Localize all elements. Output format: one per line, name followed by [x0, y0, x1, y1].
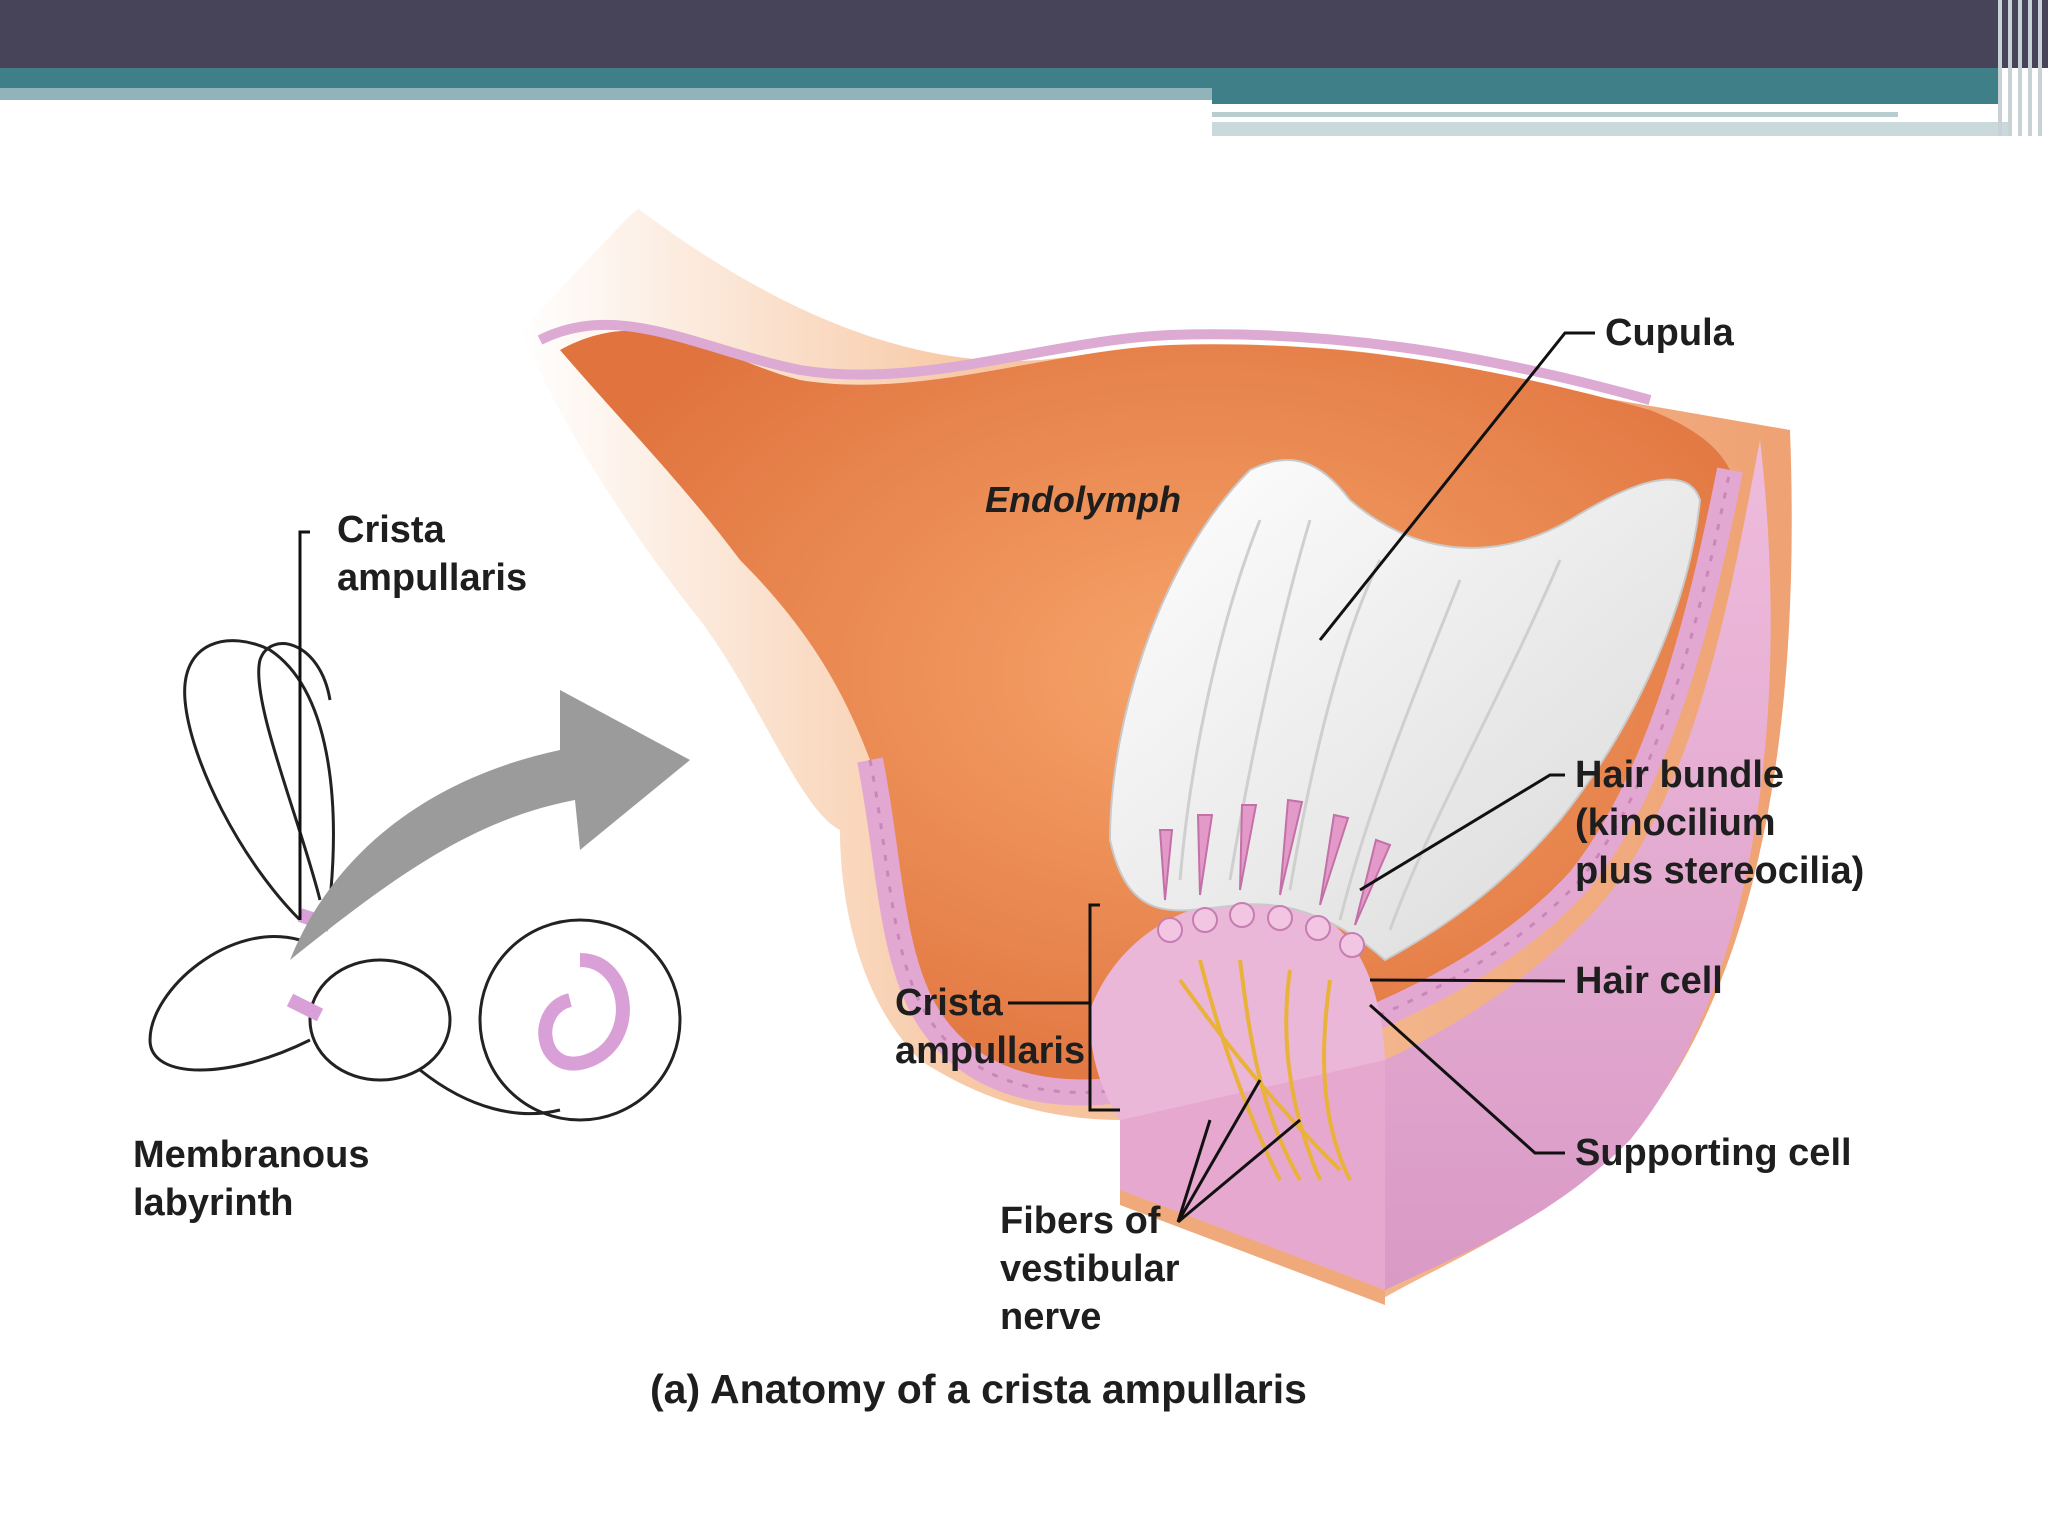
figure-caption: (a) Anatomy of a crista ampullaris: [650, 1366, 1307, 1412]
label-labyrinth: labyrinth: [133, 1182, 293, 1224]
hair-bundles: [1158, 798, 1392, 926]
slide-header-bar: [0, 0, 2048, 68]
label-hair-bundle: Hair bundle: [1575, 754, 1784, 796]
label-crista-mid-2: ampullaris: [895, 1030, 1085, 1072]
slide-accent-line: [1212, 112, 1898, 117]
vestibular-nerve-fibers: [1178, 959, 1352, 1181]
hair-cells: [1157, 902, 1365, 958]
label-supporting-cell: Supporting cell: [1575, 1132, 1852, 1174]
label-fibers-2: vestibular: [1000, 1248, 1180, 1290]
label-crista-left-2: ampullaris: [337, 557, 527, 599]
label-fibers: Fibers of: [1000, 1200, 1161, 1242]
label-hair-cell: Hair cell: [1575, 960, 1723, 1002]
leader-lines: [298, 331, 1595, 1224]
label-crista-left: Crista: [337, 509, 446, 551]
slide-accent-band: [0, 68, 2000, 88]
label-fibers-3: nerve: [1000, 1296, 1101, 1338]
slide-accent-band-right: [1212, 88, 2000, 104]
slide-accent-line-2: [1212, 122, 2012, 136]
label-crista-mid: Crista: [895, 982, 1004, 1024]
label-hair-bundle-3: plus stereocilia): [1575, 850, 1864, 892]
label-hair-bundle-2: (kinocilium: [1575, 802, 1776, 844]
zoom-arrow: [290, 690, 690, 960]
labyrinth-accents: [286, 908, 630, 1071]
label-endolymph: Endolymph: [985, 479, 1181, 520]
cupula: [1108, 459, 1702, 962]
label-cupula: Cupula: [1605, 312, 1735, 354]
slide-corner-stripes: [1992, 0, 2048, 136]
slide-accent-band-light: [0, 88, 1212, 100]
label-membranous: Membranous: [133, 1134, 369, 1176]
crista-mound: [1089, 898, 1385, 1120]
